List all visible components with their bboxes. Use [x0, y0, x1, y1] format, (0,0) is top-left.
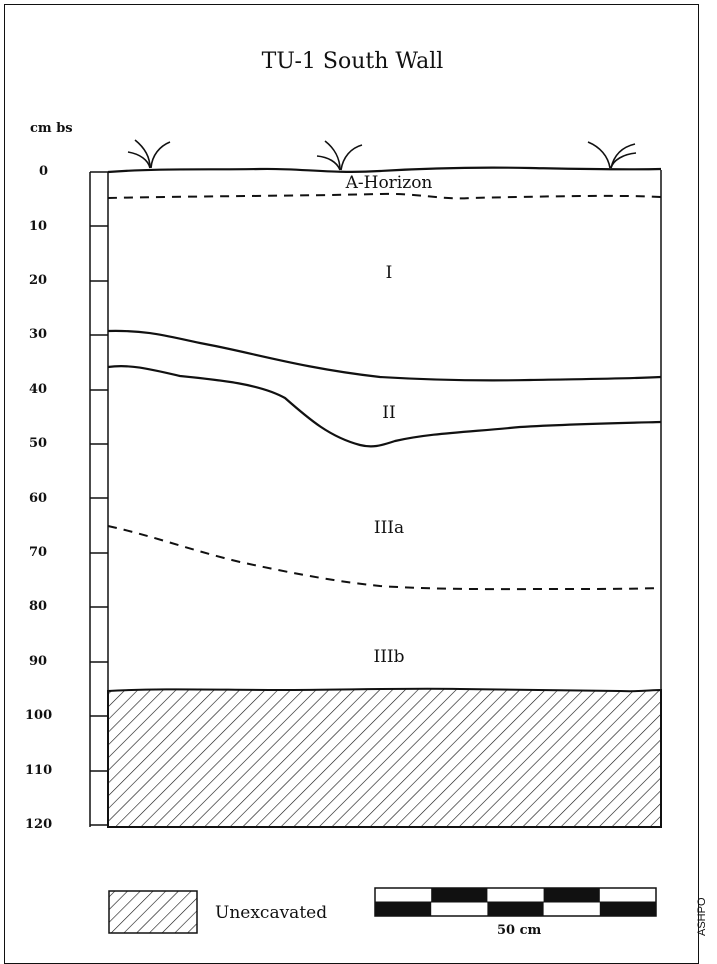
unexcavated-zone — [107, 687, 662, 828]
scale-bar-label: 50 cm — [497, 923, 542, 938]
depth-tick-label: 60 — [29, 491, 48, 506]
depth-tick-label: 90 — [29, 654, 48, 669]
depth-tick-label: 0 — [39, 164, 49, 179]
ground-surface-line — [107, 166, 662, 174]
layer-label-iiib: IIIb — [373, 647, 405, 667]
depth-tick-label: 110 — [25, 763, 53, 778]
vegetation-icon — [587, 141, 637, 169]
depth-unit-label: cm bs — [30, 121, 73, 136]
legend-unexcavated-label: Unexcavated — [215, 903, 328, 923]
layer-label-ii: II — [382, 403, 396, 423]
layer-label-i: I — [385, 263, 393, 283]
depth-tick-label: 70 — [29, 545, 48, 560]
depth-tick-label: 30 — [29, 327, 48, 342]
depth-tick-label: 80 — [29, 599, 48, 614]
depth-tick-label: 120 — [25, 817, 53, 832]
depth-tick-label: 100 — [25, 708, 53, 723]
layer-iii-boundary — [107, 525, 662, 591]
depth-tick-label: 50 — [29, 436, 48, 451]
legend-unexcavated-swatch — [108, 890, 198, 934]
a-horizon-boundary — [107, 192, 662, 200]
layer-label-a-horizon: A-Horizon — [345, 173, 433, 193]
figure-title: TU-1 South Wall — [261, 49, 444, 74]
depth-tick-label: 20 — [29, 273, 48, 288]
depth-tick-label: 40 — [29, 382, 48, 397]
vegetation-icon — [316, 140, 363, 171]
layer-i-boundary — [107, 329, 662, 382]
layer-label-iiia: IIIa — [373, 518, 405, 538]
depth-tick-label: 10 — [29, 219, 48, 234]
layer-ii-boundary — [107, 365, 662, 448]
scale-bar — [374, 887, 657, 917]
depth-axis — [89, 171, 108, 827]
vegetation-icon — [127, 139, 171, 169]
